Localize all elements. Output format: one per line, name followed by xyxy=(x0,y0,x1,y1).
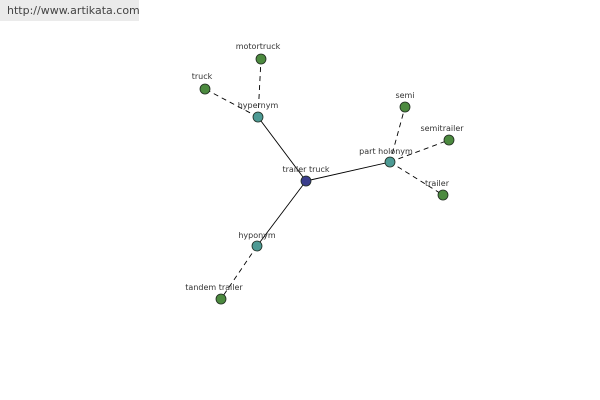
node-label-hyponym: hyponym xyxy=(238,231,276,240)
node-label-truck: truck xyxy=(192,72,213,81)
site-url-text: http://www.artikata.com xyxy=(7,4,140,17)
edge-hypernym-to-motortruck xyxy=(257,58,262,118)
node-label-motortruck: motortruck xyxy=(236,42,281,51)
node-layer xyxy=(199,53,455,305)
node-label-trailer: trailer xyxy=(425,179,450,188)
node-root[interactable] xyxy=(300,175,312,187)
node-label-part-holonym: part holonym xyxy=(359,147,413,156)
node-label-semi: semi xyxy=(395,91,414,100)
edge-hypernym-to-truck xyxy=(204,88,259,118)
node-semi[interactable] xyxy=(399,101,411,113)
node-trailer[interactable] xyxy=(437,189,449,201)
node-motortruck[interactable] xyxy=(255,53,267,65)
edge-part-holonym-to-semi xyxy=(389,106,406,163)
node-hypernym[interactable] xyxy=(252,111,264,123)
site-url-banner[interactable]: http://www.artikata.com xyxy=(0,0,140,21)
node-part-holonym[interactable] xyxy=(384,156,396,168)
node-label-semitrailer: semitrailer xyxy=(420,124,464,133)
node-label-root: trailer truck xyxy=(282,165,329,174)
edge-root-to-hypernym xyxy=(257,116,307,182)
node-label-hypernym: hypernym xyxy=(238,101,279,110)
node-semitrailer[interactable] xyxy=(443,134,455,146)
edge-hyponym-to-tandem-trailer xyxy=(220,245,258,300)
edge-root-to-hyponym xyxy=(256,180,307,247)
edge-root-to-part-holonym xyxy=(305,161,391,182)
node-tandem-trailer[interactable] xyxy=(215,293,227,305)
edge-layer xyxy=(204,58,450,300)
node-hyponym[interactable] xyxy=(251,240,263,252)
label-layer: trailer truck hypernym hyponym part holonym… xyxy=(185,42,464,292)
node-label-tandem-trailer: tandem trailer xyxy=(185,283,243,292)
edge-part-holonym-to-semitrailer xyxy=(389,139,450,163)
edge-part-holonym-to-trailer xyxy=(389,161,444,196)
node-truck[interactable] xyxy=(199,83,211,95)
